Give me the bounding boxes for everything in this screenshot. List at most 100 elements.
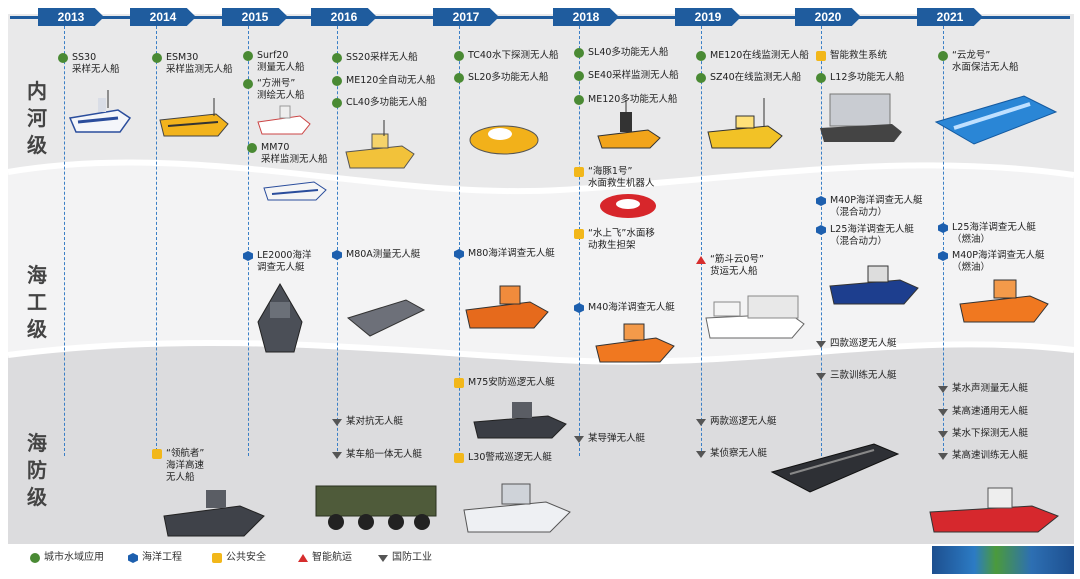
marine-marker-icon [332,250,342,260]
item-36: “云龙号” 水面保洁无人船 [938,50,1019,74]
item-label: SZ40在线监测无人船 [710,72,802,83]
defense-marker-icon [574,434,584,444]
legend-label: 海洋工程 [142,552,182,563]
item-label: 两款巡逻无人艇 [710,416,777,427]
public-marker-icon [574,167,584,177]
defense-marker-icon [938,384,948,394]
year-label: 2016 [311,8,377,26]
item-label: 某侦察无人艇 [710,448,768,459]
year-line [248,26,249,456]
legend-marine: 海洋工程 [128,552,182,564]
defense-marker-icon [938,429,948,439]
legend-label: 城市水域应用 [44,552,104,563]
item-29: 某侦察无人艇 [696,448,768,460]
defense-marker-icon [816,371,826,381]
defense-marker-icon [332,450,342,460]
marine-marker-icon [816,225,826,235]
item-34: 四款巡逻无人艇 [816,338,897,350]
item-40: 某高速通用无人艇 [938,406,1029,418]
item-23: M40海洋调查无人艇 [574,302,675,314]
item-label: SL40多功能无人船 [588,47,669,58]
marine-marker-icon [574,303,584,313]
city-marker-icon [58,53,68,63]
city-marker-icon [30,553,40,563]
item-label: M40P海洋调查无人艇 （燃油） [952,250,1045,273]
public-marker-icon [816,51,826,61]
item-17: L30警戒巡逻无人艇 [454,452,552,464]
city-marker-icon [152,53,162,63]
public-marker-icon [212,553,222,563]
item-label: 四款巡逻无人艇 [830,338,897,349]
item-37: L25海洋调查无人艇 （燃油） [938,222,1036,246]
boat-training-image [929,487,1059,533]
item-label: TC40水下探测无人船 [468,50,559,61]
item-label: M40海洋调查无人艇 [588,302,675,313]
item-16: M75安防巡逻无人艇 [454,377,555,389]
defense-marker-icon [378,553,388,563]
item-26: SZ40在线监测无人船 [696,72,802,84]
navigation-marker-icon [696,255,706,265]
item-label: 智能救生系统 [830,50,888,61]
boat-m40-image [595,323,675,363]
item-label: “水上飞”水面移 动救生担架 [588,228,655,251]
year-label: 2013 [38,8,104,26]
timeline-bar [10,16,1070,19]
item-label: M80A测量无人艇 [346,249,421,260]
boat-sl20-image [469,125,539,155]
boat-esm30-image [159,98,229,137]
boat-le2000-image [257,283,303,353]
public-marker-icon [454,453,464,463]
item-9: CL40多功能无人船 [332,97,428,109]
marine-marker-icon [243,251,253,261]
city-marker-icon [574,71,584,81]
item-label: “云龙号” 水面保洁无人船 [952,50,1019,73]
item-label: SL20多功能无人船 [468,72,549,83]
item-label: ESM30 采样监测无人船 [166,52,233,75]
item-label: 某高速通用无人艇 [952,406,1029,417]
corner-photo-strip [932,546,1074,574]
item-label: CL40多功能无人船 [346,97,428,108]
item-35: 三款训练无人艇 [816,370,897,382]
boat-me120-image [597,100,661,149]
item-6: “领航者” 海洋高速 无人船 [152,448,205,484]
defense-marker-icon [696,417,706,427]
item-label: 三款训练无人艇 [830,370,897,381]
year-label: 2019 [675,8,741,26]
year-label: 2018 [553,8,619,26]
item-label: “领航者” 海洋高速 无人船 [166,448,205,483]
item-label: “方洲号” 测绘无人船 [257,78,305,101]
year-label: 2014 [130,8,196,26]
marine-marker-icon [938,251,948,261]
item-label: M80海洋调查无人艇 [468,248,555,259]
zone-label-offshore: 海工级 [27,263,47,341]
item-18: SL40多功能无人船 [574,47,669,59]
year-label: 2020 [795,8,861,26]
city-marker-icon [243,79,253,89]
boat-l12-image [820,93,902,142]
boat-fangzhou-image [257,105,311,135]
city-marker-icon [243,51,253,61]
boat-m80a-image [346,299,426,337]
year-line [579,26,580,456]
item-label: 某水声测量无人艇 [952,383,1029,394]
item-38: M40P海洋调查无人艇 （燃油） [938,250,1045,274]
item-label: 某高速训练无人艇 [952,450,1029,461]
item-label: 某车船一体无人艇 [346,449,423,460]
city-marker-icon [454,73,464,83]
year-line [64,26,65,456]
item-33: L25海洋调查无人艇 （混合动力） [816,224,914,248]
item-label: ME120在线监测无人船 [710,50,809,61]
year-line [821,26,822,456]
boat-m80-image [465,285,549,329]
item-10: M80A测量无人艇 [332,249,421,261]
item-label: ME120多功能无人船 [588,94,678,105]
boat-sz40-image [707,98,783,149]
city-marker-icon [696,51,706,61]
marine-marker-icon [454,249,464,259]
city-marker-icon [454,51,464,61]
city-marker-icon [247,143,257,153]
year-label: 2021 [917,8,983,26]
item-label: SS30 采样无人船 [72,52,120,75]
legend-label: 国防工业 [392,552,432,563]
